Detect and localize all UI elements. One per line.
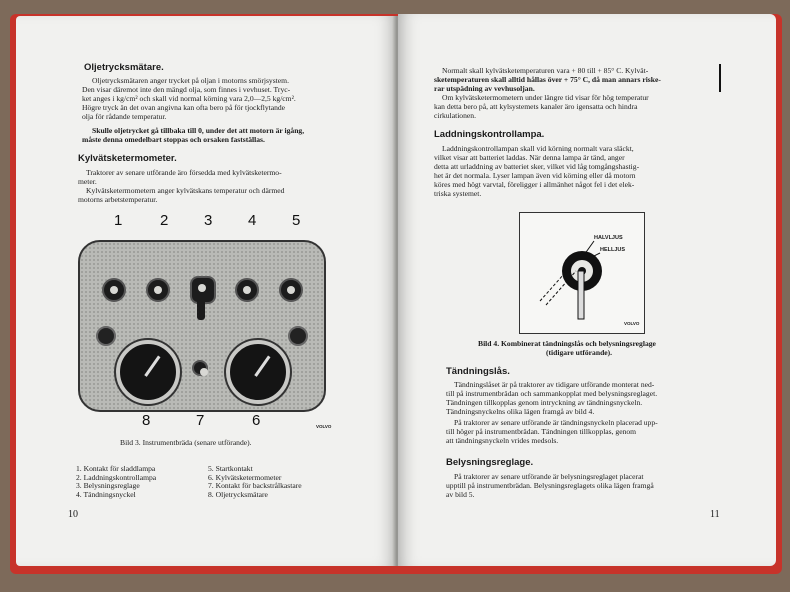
figure-4-caption-line-1: Bild 4. Kombinerat tändningslås och bely… (478, 339, 656, 348)
charge-lamp-icon (146, 278, 170, 302)
start-button-icon (279, 278, 303, 302)
legend-item: 8. Oljetrycksmätare (208, 489, 268, 499)
ignition-line-3: Tändningen tillkopplas genom intryckning… (446, 398, 643, 407)
margin-bar (719, 64, 721, 92)
ignition-line-7: att tändningsnyckeln vrides medsols. (446, 436, 559, 445)
ignition-switch-drawing (539, 240, 602, 320)
oil-pressure-heading: Oljetrycksmätare. (84, 62, 164, 73)
light-switch-icon (190, 276, 216, 304)
figure-number-4: 4 (248, 212, 257, 229)
figure-number-1: 1 (114, 212, 123, 229)
charge-line-1: Laddningskontrollampan skall vid körning… (442, 144, 634, 153)
switch-label-full-beam: HELLJUS (600, 247, 626, 253)
switch-label-dipped: HALVLJUS (594, 235, 623, 241)
panel-screw-icon (96, 326, 116, 346)
temp-line-6: cirkulationen. (434, 111, 476, 120)
legend-item: 6. Kylvätsketermometer (208, 472, 282, 482)
charge-lamp-heading: Laddningskontrollampa. (434, 129, 545, 140)
book-gutter (392, 16, 402, 566)
coolant-line-1: Traktorer av senare utförande äro försed… (86, 168, 282, 177)
figure-number-6: 6 (252, 412, 261, 429)
left-page: Oljetrycksmätare. Oljetrycksmätaren ange… (16, 16, 396, 566)
legend-item: 3. Belysningsreglage (76, 481, 140, 491)
oil-line-2: Den visar däremot inte den mängd olja, s… (82, 85, 291, 94)
instrument-panel-figure: 1 2 3 4 5 8 7 6 (52, 212, 332, 447)
lighting-line-3: av bild 5. (446, 490, 475, 499)
legend-right-column: 5. Startkontakt 6. Kylvätsketermometer 7… (208, 464, 302, 499)
lighting-control-heading: Belysningsreglage. (446, 457, 534, 468)
figure-4-caption-line-2: (tidigare utförande). (546, 348, 613, 357)
temp-line-2: sketemperaturen skall alltid hållas över… (434, 75, 661, 84)
lighting-line-1: På traktorer av senare utförande är bely… (454, 472, 644, 481)
coolant-line-4: motorns arbetstemperatur. (78, 195, 158, 204)
ignition-line-1: Tändningslåset är på traktorer av tidiga… (454, 380, 655, 389)
figure-number-2: 2 (160, 212, 169, 229)
oil-line-1: Oljetrycksmätaren anger trycket på oljan… (92, 76, 289, 85)
ignition-key-icon (235, 278, 259, 302)
panel-screw-icon (288, 326, 308, 346)
legend-item: 2. Laddningskontrollampa (76, 472, 157, 482)
inspection-lamp-socket-icon (102, 278, 126, 302)
lighting-line-2: upptill på instrumentbrädan. Belysningsr… (446, 481, 654, 490)
page-number-right: 11 (710, 509, 720, 520)
ignition-line-6: till höger på instrumentbrädan. Tändning… (446, 427, 637, 436)
coolant-heading: Kylvätsketermometer. (78, 153, 177, 164)
coolant-line-3: Kylvätsketermometern anger kylvätskans t… (86, 186, 285, 195)
figure-number-5: 5 (292, 212, 301, 229)
figure-number-7: 7 (196, 412, 205, 429)
legend-item: 5. Startkontakt (208, 464, 253, 473)
ignition-line-5: På traktorer av senare utförande är tänd… (454, 418, 658, 427)
oil-warning-line-1: Skulle oljetrycket gå tillbaka till 0, u… (92, 126, 305, 135)
instrument-panel (78, 240, 326, 412)
charge-line-4: het är det normala. Lyser lampan även vi… (434, 171, 636, 180)
coolant-line-2: meter. (78, 177, 97, 186)
charge-line-6: triska systemet. (434, 189, 482, 198)
ignition-line-2: till på instrumentbrädan och sammankoppl… (446, 389, 658, 398)
volvo-mark: VOLVO (624, 321, 640, 326)
oil-line-5: olja för rådande temperatur. (82, 112, 167, 121)
legend-item: 4. Tändningsnyckel (76, 489, 136, 499)
charge-line-2: vilket visar att batteriet laddas. När d… (434, 153, 625, 162)
legend-left-column: 1. Kontakt för sladdlampa 2. Laddningsko… (76, 464, 157, 499)
reversing-light-switch-icon (192, 360, 208, 376)
coolant-temperature-gauge-icon (226, 340, 290, 404)
ignition-line-4: Tändningsnyckelns olika lägen framgå av … (446, 407, 595, 416)
temp-line-3: rar utspädning av vevhusoljan. (434, 84, 535, 93)
temp-line-4: Om kylvätsketermometern under längre tid… (442, 93, 649, 102)
legend-item: 7. Kontakt för backstrålkastare (208, 481, 302, 491)
light-switch-lever-icon (197, 294, 205, 320)
oil-pressure-gauge-icon (116, 340, 180, 404)
oil-warning-line-2: måste denna omedelbart stoppas och orsak… (82, 135, 265, 144)
ignition-switch-figure: HALVLJUS HELLJUS VOLVO (519, 212, 645, 334)
page-number-left: 10 (68, 509, 78, 520)
charge-line-5: köres med högt varvtal, föreligger i all… (434, 180, 635, 189)
temp-line-5: kan detta bero på, att kylsystemets kana… (434, 102, 638, 111)
right-page: Normalt skall kylvätsketemperaturen vara… (398, 14, 776, 566)
ignition-heading: Tändningslås. (446, 366, 510, 377)
legend-item: 1. Kontakt för sladdlampa (76, 464, 156, 473)
volvo-mark: VOLVO (316, 424, 332, 429)
oil-line-3: ket anges i kg/cm² och skall vid normal … (82, 94, 296, 103)
figure-3-caption: Bild 3. Instrumentbräda (senare utförand… (120, 438, 252, 447)
figure-number-3: 3 (204, 212, 213, 229)
oil-line-4: Högre tryck än det ovan angivna kan ofta… (82, 103, 286, 112)
temp-line-1: Normalt skall kylvätsketemperaturen vara… (442, 66, 649, 75)
figure-number-8: 8 (142, 412, 151, 429)
charge-line-3: detta att urladdning av batteriet sker, … (434, 162, 640, 171)
